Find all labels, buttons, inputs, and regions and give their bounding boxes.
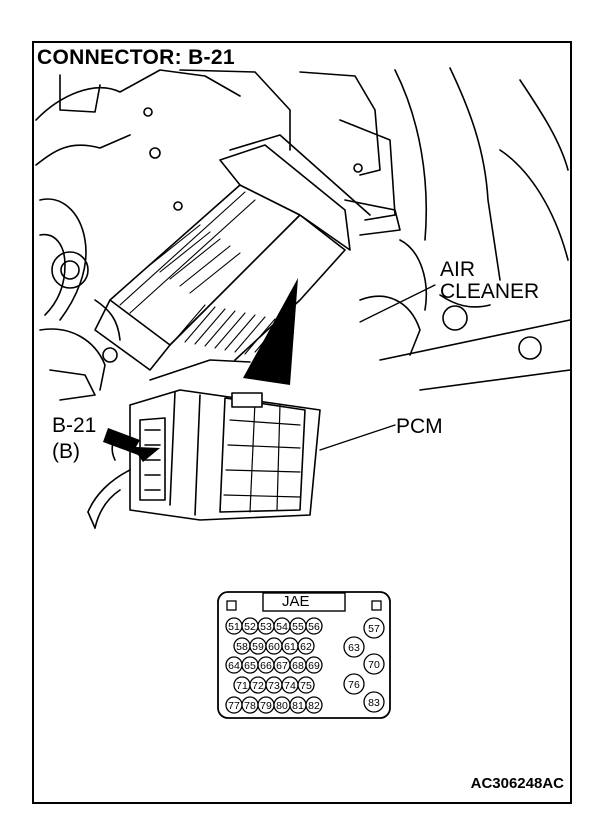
pin-label-69: 69 [308, 660, 320, 672]
connector-arrow [103, 428, 160, 462]
pin-label-71: 71 [236, 680, 248, 692]
pin-label-64: 64 [228, 660, 240, 672]
pin-label-70: 70 [368, 659, 380, 671]
pin-56 [305, 617, 323, 635]
pin-label-67: 67 [276, 660, 288, 672]
pin-label-77: 77 [228, 700, 240, 712]
pcm-label: PCM [396, 415, 443, 438]
pin-label-54: 54 [276, 621, 288, 633]
pin-label-73: 73 [268, 680, 280, 692]
pin-label-74: 74 [284, 680, 296, 692]
pin-76 [343, 673, 365, 695]
pin-label-61: 61 [284, 641, 296, 653]
pin-label-76: 76 [348, 679, 360, 691]
figure-code: AC306248AC [470, 775, 564, 792]
pointer-arrow [243, 278, 298, 385]
pin-57 [363, 617, 385, 639]
pin-label-82: 82 [308, 700, 320, 712]
pin-63 [343, 636, 365, 658]
pin-label-65: 65 [244, 660, 256, 672]
pin-label-53: 53 [260, 621, 272, 633]
pin-62 [297, 637, 315, 655]
pin-label-78: 78 [244, 700, 256, 712]
pin-label-57: 57 [368, 623, 380, 635]
pin-label-80: 80 [276, 700, 288, 712]
pin-label-51: 51 [228, 621, 240, 633]
pin-label-63: 63 [348, 642, 360, 654]
pin-label-56: 56 [308, 621, 320, 633]
pin-70 [363, 653, 385, 675]
pin-label-66: 66 [260, 660, 272, 672]
pin-label-75: 75 [300, 680, 312, 692]
pin-label-81: 81 [292, 700, 304, 712]
connector-b21-label-line1: B-21 [52, 414, 97, 437]
pin-label-55: 55 [292, 621, 304, 633]
air-cleaner-label-line1: AIR [440, 258, 476, 281]
pin-label-60: 60 [268, 641, 280, 653]
pin-82 [305, 696, 323, 714]
connector-title: CONNECTOR: B-21 [37, 46, 235, 69]
pin-75 [297, 676, 315, 694]
connector-face-diagram: 51 52 53 54 55 56 57 58 59 60 61 62 63 64 65 66 67 68 69 70… [217, 591, 391, 719]
connector-type-label: JAE [282, 593, 310, 610]
pin-83 [363, 691, 385, 713]
pin-label-79: 79 [260, 700, 272, 712]
pin-label-62: 62 [300, 641, 312, 653]
pin-label-72: 72 [252, 680, 264, 692]
pin-label-68: 68 [292, 660, 304, 672]
connector-b21-label-line2: (B) [52, 440, 80, 463]
pin-label-83: 83 [368, 697, 380, 709]
pin-label-59: 59 [252, 641, 264, 653]
pin-69 [305, 656, 323, 674]
air-cleaner-label-line2: CLEANER [440, 280, 540, 303]
pin-label-58: 58 [236, 641, 248, 653]
pin-label-52: 52 [244, 621, 256, 633]
